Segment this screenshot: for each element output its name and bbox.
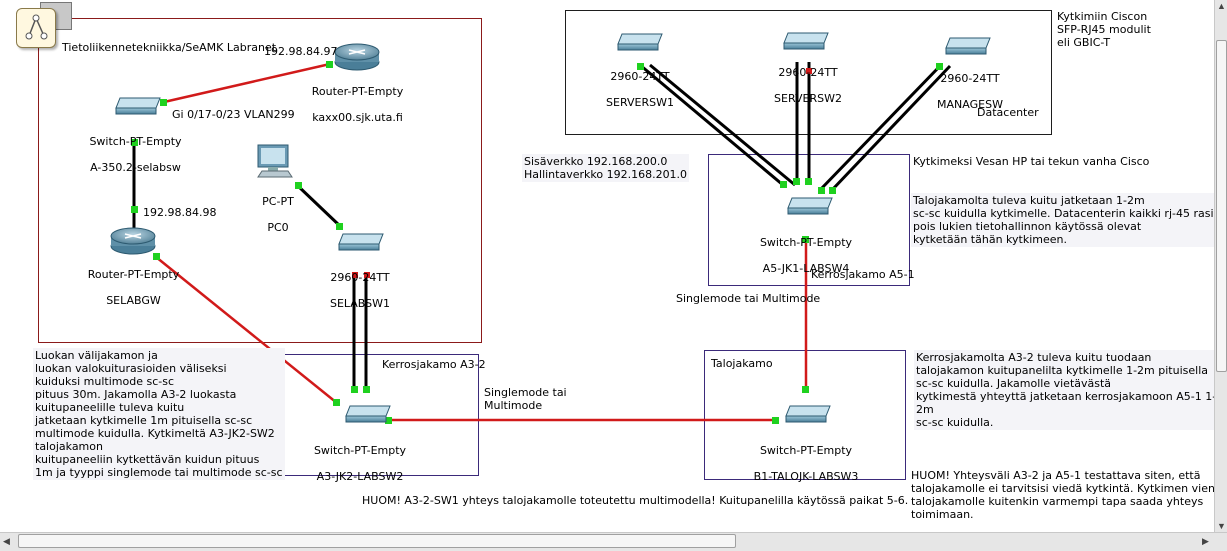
device-name: PC0 [267,221,289,234]
area-label-kerrosjakamo-a32: Kerrosjakamo A3-2 [382,358,486,371]
pc-icon [257,144,293,178]
link-selabgw-labsw2 [155,256,338,404]
device-label-router-top[interactable]: Router-PT-Empty kaxx00.sjk.uta.fi [300,72,415,124]
device-label-selabsw1[interactable]: 2960-24TT SELABSW1 [310,258,410,310]
device-type: PC-PT [262,195,294,208]
device-type: 2960-24TT [778,66,838,79]
device-type: Switch-PT-Empty [759,444,853,457]
device-name: B1-TALOJK-LABSW3 [753,470,859,483]
note-luokan: Luokan välijakamon ja luokan valokuitura… [33,348,285,480]
device-label-switch-a350[interactable]: Switch-PT-Empty A-350.2-selabsw [78,122,193,174]
area-label-datacenter: Datacenter [977,106,1039,119]
media-label-top: Singlemode tai Multimode [676,292,821,305]
device-label-labsw4[interactable]: Switch-PT-Empty A5-JK1-LABSW4 [746,223,866,275]
scroll-left-icon[interactable]: ◀ [3,536,10,546]
link-serversw1-labsw4-b [649,63,796,187]
device-name: SERVERSW1 [606,96,674,109]
device-type: Switch-PT-Empty [89,135,182,148]
area-label-kerrosjakamo-a51: Kerrosjakamo A5-1 [811,268,915,281]
scroll-down-icon[interactable]: ▼ [1217,521,1226,531]
link-a350-router-top [163,62,331,104]
ip-label-bottom: 192.98.84.98 [143,206,217,219]
note-networks: Sisäverkko 192.168.200.0 Hallintaverkko … [522,154,690,182]
note-huom-right: HUOM! Yhteysväli A3-2 ja A5-1 testattava… [911,469,1223,521]
note-kerrosjakamolta: Kerrosjakamolta A3-2 tuleva kuitu tuodaa… [914,350,1227,430]
device-type: 2960-24TT [610,70,670,83]
ip-label-top: 192.98.84.97 [264,45,338,58]
vertical-scroll-thumb[interactable] [1216,40,1227,372]
link-managesw-labsw4-b [830,64,952,192]
device-name: SERVERSW2 [774,92,842,105]
switch-icon [115,32,991,423]
topology-links [110,32,991,424]
media-label-mid: Singlemode tai Multimode [484,386,567,412]
scroll-right-icon[interactable]: ▶ [1202,536,1209,546]
scroll-up-icon[interactable]: ▲ [1217,1,1226,11]
note-talojakamolta: Talojakamolta tuleva kuitu jatketaan 1-2… [911,193,1227,247]
router-icon [110,43,380,255]
area-label-talojakamo: Talojakamo [711,357,773,370]
area-labranet [38,18,482,343]
device-name: A5-JK1-LABSW4 [762,262,850,275]
device-name: A-350.2-selabsw [90,161,181,174]
device-label-selabgw[interactable]: Router-PT-Empty SELABGW [76,255,191,307]
device-name: SELABGW [106,294,161,307]
logical-workspace-icon[interactable] [16,8,56,48]
device-label-labsw2[interactable]: Switch-PT-Empty A3-JK2-LABSW2 [300,431,420,483]
note-vesan: Kytkimeksi Vesan HP tai tekun vanha Cisc… [913,155,1150,168]
area-label-labranet: Tietoliikennetekniikka/SeAMK Labranet [62,41,277,54]
device-type: 2960-24TT [330,271,390,284]
link-managesw-labsw4-a [818,64,942,192]
device-label-serversw1[interactable]: 2960-24TT SERVERSW1 [590,57,690,109]
note-ciscon: Kytkimiin Ciscon SFP-RJ45 modulit eli GB… [1057,10,1151,49]
device-label-pc0[interactable]: PC-PT PC0 [248,182,308,234]
device-type: Switch-PT-Empty [313,444,407,457]
horizontal-scroll-thumb[interactable] [18,534,736,548]
device-type: Switch-PT-Empty [759,236,853,249]
device-label-managesw[interactable]: 2960-24TT MANAGESW [920,59,1020,111]
device-label-serversw2[interactable]: 2960-24TT SERVERSW2 [758,53,858,105]
device-label-labsw3[interactable]: Switch-PT-Empty B1-TALOJK-LABSW3 [744,431,868,483]
device-name: kaxx00.sjk.uta.fi [312,111,403,124]
device-type: Router-PT-Empty [311,85,404,98]
device-type: 2960-24TT [940,72,1000,85]
link-pc0-selabsw1 [296,184,342,228]
note-huom-bottom: HUOM! A3-2-SW1 yhteys talojakamolle tote… [362,494,909,507]
device-type: Router-PT-Empty [87,268,180,281]
link-serversw1-labsw4-a [639,63,784,187]
device-name: A3-JK2-LABSW2 [316,470,404,483]
device-name: MANAGESW [937,98,1003,111]
device-name: SELABSW1 [329,297,391,310]
port-label-gi: Gi 0/17-0/23 VLAN299 [172,108,295,121]
